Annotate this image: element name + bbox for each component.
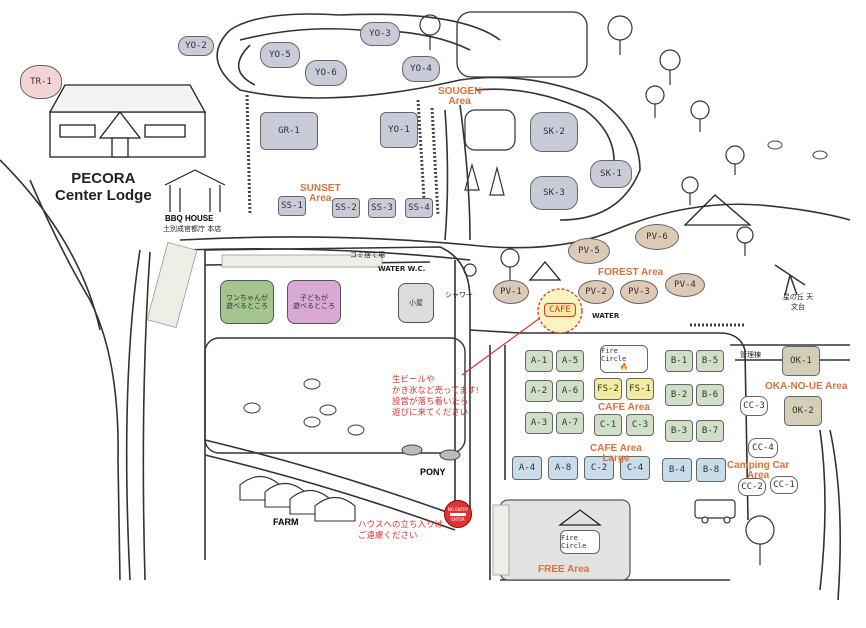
site-a-3[interactable]: A-3 <box>525 412 553 434</box>
site-yo-3[interactable]: YO-3 <box>360 22 400 46</box>
trees <box>419 14 775 565</box>
site-b-8[interactable]: B-8 <box>696 458 726 482</box>
bbq-house-subtitle: 土別成官都庁 本店 <box>163 225 222 233</box>
forest-hedges <box>245 94 745 327</box>
free-area-label: FREE Area <box>538 564 590 575</box>
site-ss-4[interactable]: SS-4 <box>405 198 433 218</box>
site-c-2[interactable]: C-2 <box>584 456 614 480</box>
site-ss-3[interactable]: SS-3 <box>368 198 396 218</box>
center-lodge-building <box>48 84 207 158</box>
site-a-4[interactable]: A-4 <box>512 456 542 480</box>
site-a-6[interactable]: A-6 <box>556 380 584 402</box>
sheep <box>243 140 828 436</box>
water-label: WATER <box>592 312 620 320</box>
ponies <box>401 444 461 461</box>
site-cc-4[interactable]: CC-4 <box>748 438 778 458</box>
path-strip <box>221 254 383 268</box>
site-b-1[interactable]: B-1 <box>665 350 693 372</box>
site-ok-2[interactable]: OK-2 <box>784 396 822 426</box>
site-ok-1[interactable]: OK-1 <box>782 346 820 376</box>
site-sk-3[interactable]: SK-3 <box>530 176 578 210</box>
tents <box>528 194 752 526</box>
site-b-5[interactable]: B-5 <box>696 350 724 372</box>
site-c-4[interactable]: C-4 <box>620 456 650 480</box>
sougen-small-field <box>464 109 516 151</box>
site-a-2[interactable]: A-2 <box>525 380 553 402</box>
cafe-area-label: CAFE Area <box>598 402 650 413</box>
campfire-icon: 🔥 <box>619 363 629 371</box>
lodge-title: PECORA Center Lodge <box>55 170 152 204</box>
path-strip-free <box>492 504 510 576</box>
free-fire-circle[interactable]: Fire Circle <box>560 530 600 554</box>
cafe-building[interactable]: CAFE <box>544 303 576 317</box>
site-yo-4[interactable]: YO-4 <box>402 56 440 82</box>
bbq-house-building <box>164 169 226 212</box>
site-yo-1[interactable]: YO-1 <box>380 112 418 148</box>
pony-label: PONY <box>420 467 446 477</box>
site-cc-2[interactable]: CC-2 <box>738 478 766 496</box>
forest-area-label: FOREST Area <box>598 267 664 278</box>
greenhouses <box>239 475 356 522</box>
camping-car-icon <box>694 499 736 524</box>
site-b-3[interactable]: B-3 <box>665 420 693 442</box>
site-fs-2[interactable]: FS-2 <box>594 378 622 400</box>
cafe-callout-line <box>461 317 541 376</box>
cafe-note: 生ビールや かき氷など売ってます! 設営が落ち着いたら 遊びに来てください! <box>392 374 479 417</box>
enter-text: ENTER <box>451 516 465 522</box>
water-wc-label: WATER W.C. <box>378 265 426 273</box>
shower-label: シャワー <box>445 291 473 299</box>
site-a-8[interactable]: A-8 <box>548 456 578 480</box>
farm-label: FARM <box>273 517 299 527</box>
site-pv-6[interactable]: PV-6 <box>635 224 679 250</box>
observatory-label: 星の丘 天文台 <box>782 293 814 311</box>
site-pv-2[interactable]: PV-2 <box>578 280 614 304</box>
site-c-3[interactable]: C-3 <box>626 414 654 436</box>
farm-note: ハウスへの立ち入りは ご遠慮ください <box>358 519 444 540</box>
site-yo-6[interactable]: YO-6 <box>305 60 347 86</box>
site-b-7[interactable]: B-7 <box>696 420 724 442</box>
site-cc-1[interactable]: CC-1 <box>770 476 798 494</box>
site-pv-3[interactable]: PV-3 <box>620 280 658 304</box>
site-sk-1[interactable]: SK-1 <box>590 160 632 188</box>
site-b-6[interactable]: B-6 <box>696 384 724 406</box>
site-yo-5[interactable]: YO-5 <box>260 42 300 68</box>
site-b-2[interactable]: B-2 <box>665 384 693 406</box>
site-gr-1[interactable]: GR-1 <box>260 112 318 150</box>
no-entry-sign: NO ENTRY ENTER <box>444 500 472 528</box>
site-ss-1[interactable]: SS-1 <box>278 196 306 216</box>
pasture-fence <box>204 337 466 454</box>
bbq-house-title: BBQ HOUSE <box>165 214 214 223</box>
site-c-1[interactable]: C-1 <box>594 414 622 436</box>
gomi-label: ゴミ捨て場 <box>350 251 385 259</box>
site-fs-1[interactable]: FS-1 <box>626 378 654 400</box>
telescope-icon <box>774 264 806 296</box>
site-a-7[interactable]: A-7 <box>556 412 584 434</box>
site-tr-1[interactable]: TR-1 <box>20 65 62 99</box>
site-yo-2[interactable]: YO-2 <box>178 36 214 56</box>
site-a-1[interactable]: A-1 <box>525 350 553 372</box>
no-entry-text: NO ENTRY <box>447 506 469 512</box>
fire-circle[interactable]: Fire Circle🔥 <box>600 345 648 373</box>
site-cc-3[interactable]: CC-3 <box>740 396 768 416</box>
site-sk-2[interactable]: SK-2 <box>530 112 578 152</box>
site-pv-5[interactable]: PV-5 <box>568 238 610 264</box>
site-b-4[interactable]: B-4 <box>662 458 692 482</box>
sougen-field-fence <box>456 11 588 78</box>
kanko-label: 管理棟 <box>740 351 761 359</box>
okanoue-area-label: OKA-NO-UE Area <box>765 381 848 392</box>
site-pv-4[interactable]: PV-4 <box>665 273 705 297</box>
site-pv-1[interactable]: PV-1 <box>493 280 529 304</box>
path-strip-left <box>146 241 198 329</box>
hut[interactable]: 小屋 <box>398 283 434 323</box>
kids-play-area[interactable]: 子どもが 遊べるところ <box>287 280 341 324</box>
dog-play-area[interactable]: ワンちゃんが 遊べるところ <box>220 280 274 324</box>
no-entry-bar <box>450 512 466 516</box>
site-ss-2[interactable]: SS-2 <box>332 198 360 218</box>
site-a-5[interactable]: A-5 <box>556 350 584 372</box>
